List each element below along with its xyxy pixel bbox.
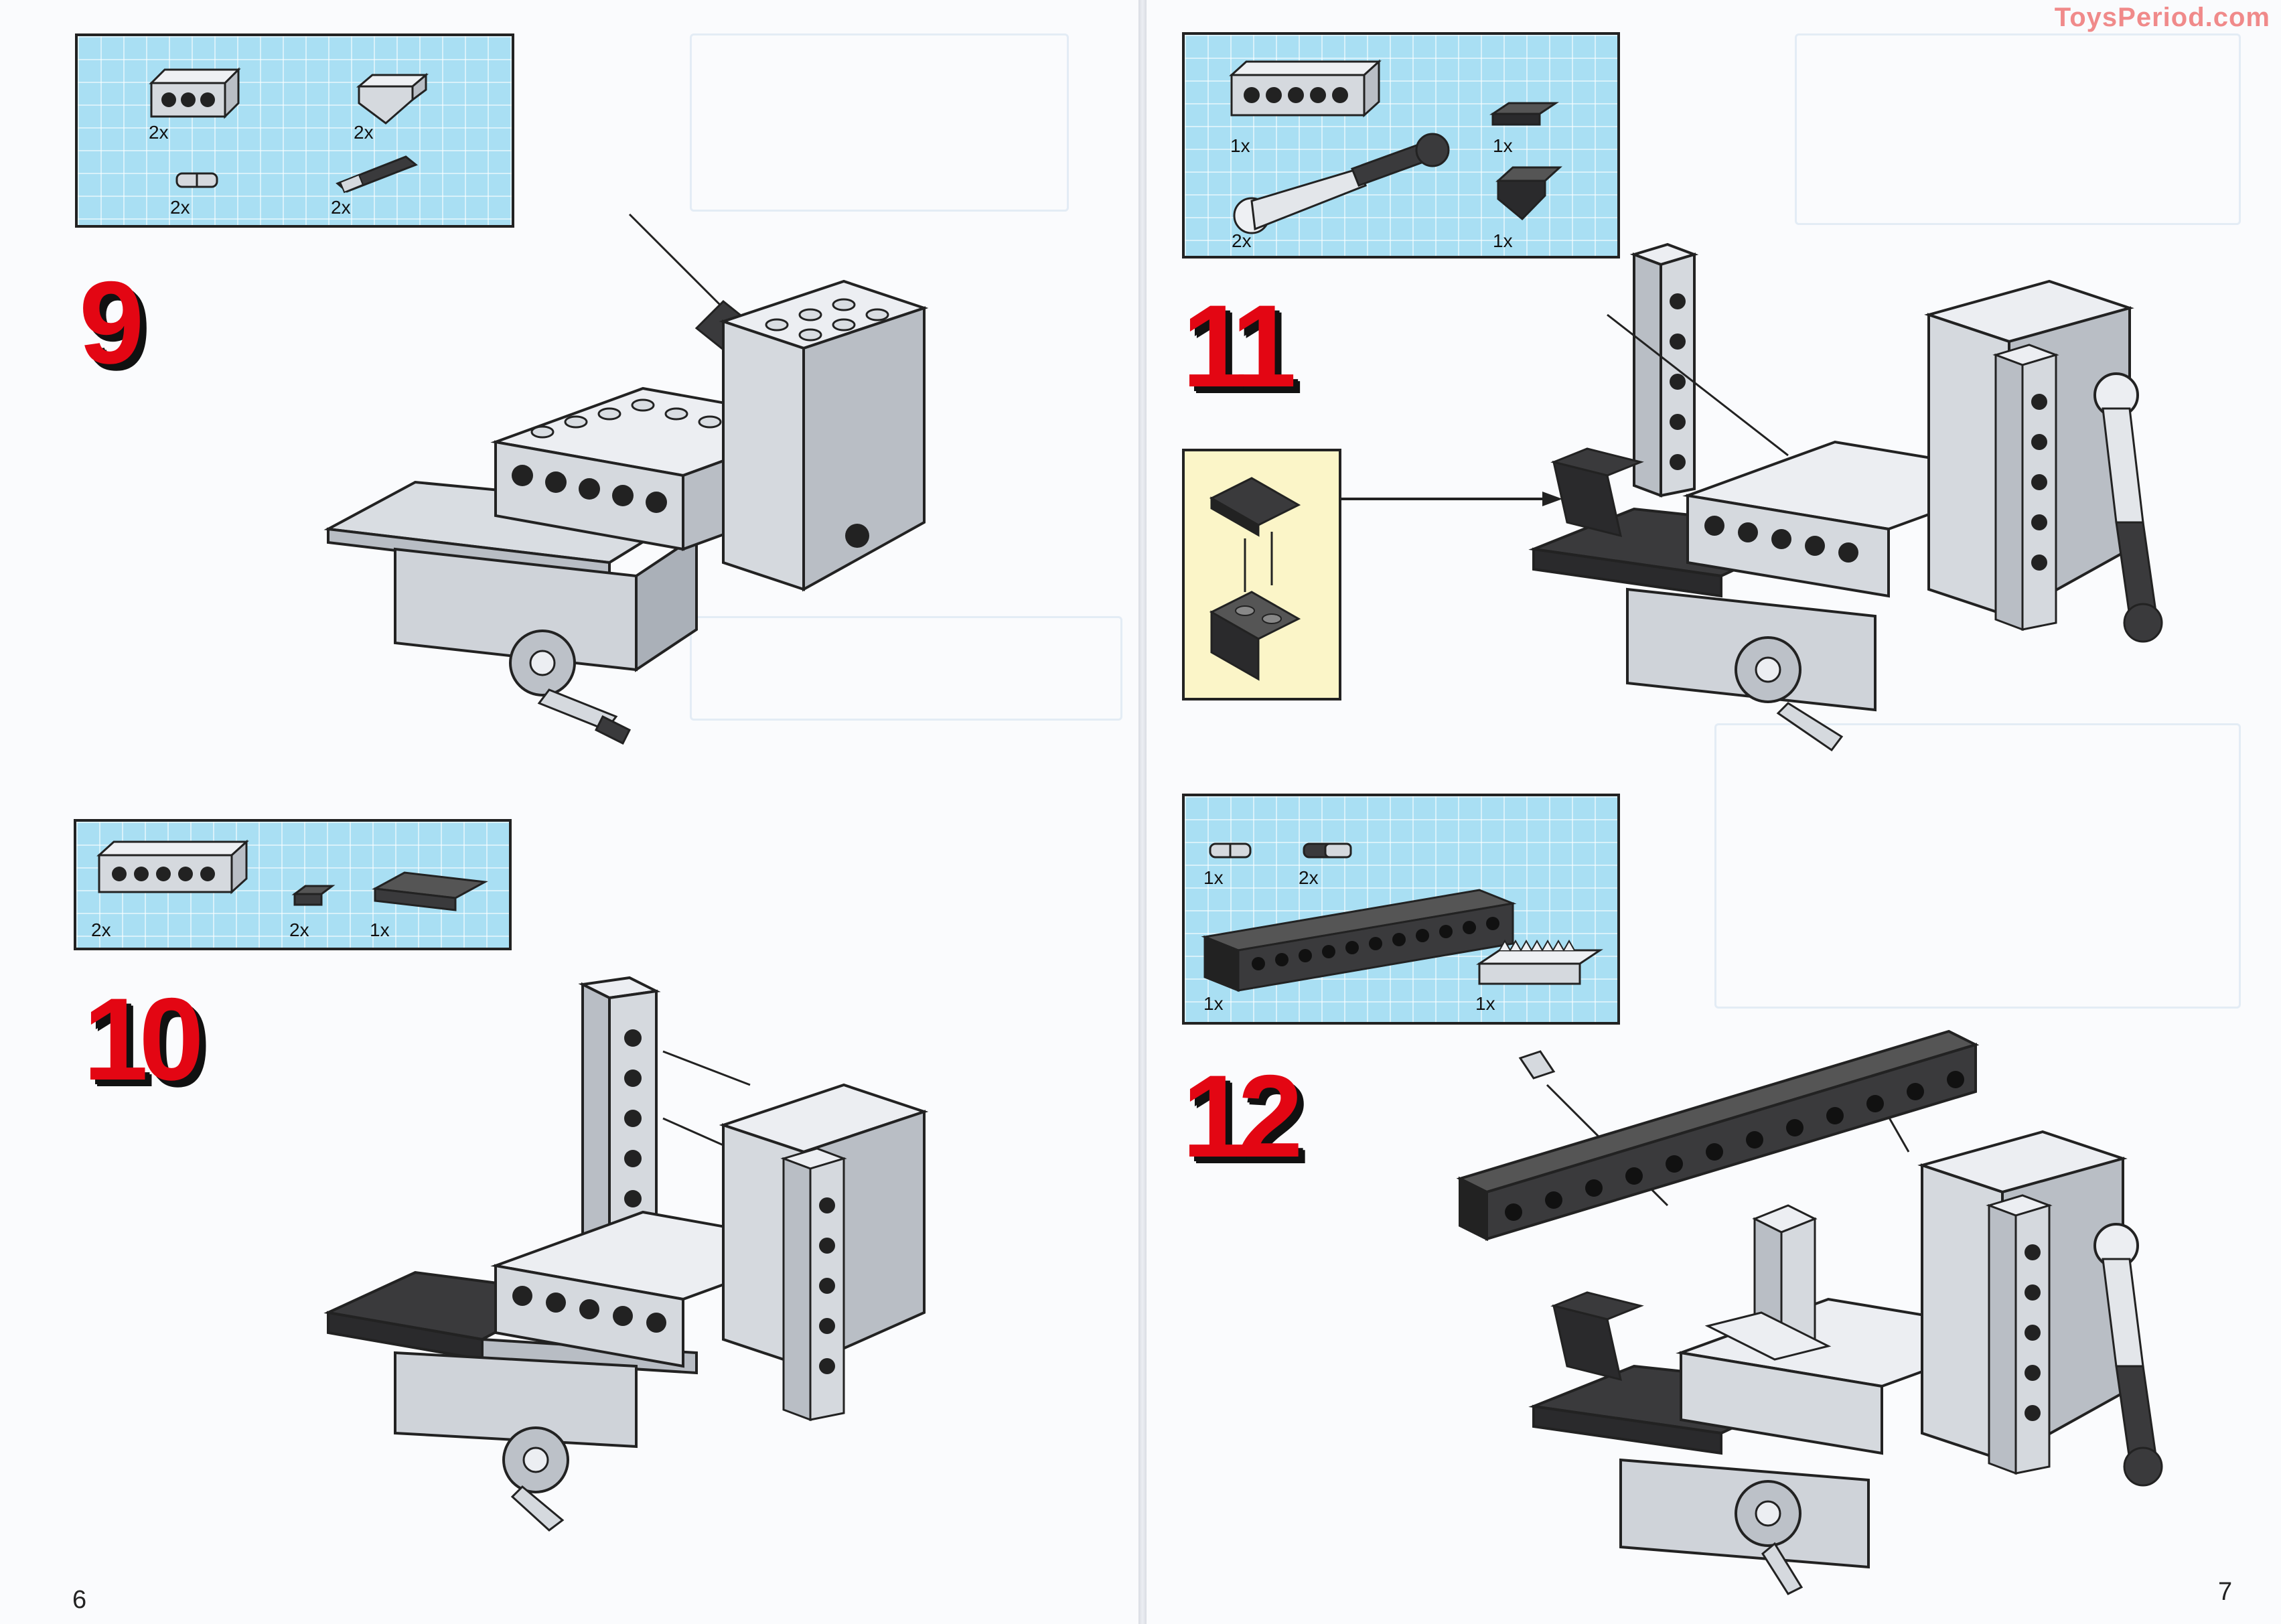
assembly-illustration-step-9 — [323, 213, 929, 745]
gear-rack-part — [1476, 939, 1603, 985]
assembly-illustration-step-12 — [1456, 1029, 2163, 1595]
quantity-label: 2x — [354, 122, 374, 143]
tile-on-slope-diagram — [1209, 477, 1301, 681]
technic-axle-pin-part — [336, 155, 418, 194]
watermark: ToysPeriod.com — [2054, 3, 2270, 32]
slope-brick-part — [1495, 166, 1562, 221]
parts-panel-step-12: 1x 2x 1x 1x — [1182, 794, 1620, 1025]
quantity-label: 1x — [1230, 135, 1250, 156]
quantity-label: 2x — [149, 122, 169, 143]
technic-pin-long-part — [1303, 842, 1352, 859]
quantity-label: 1x — [1203, 993, 1224, 1014]
quantity-label: 1x — [1475, 993, 1495, 1014]
quantity-label: 1x — [1493, 135, 1513, 156]
quantity-label: 1x — [370, 919, 390, 940]
sub-assembly-callout — [1182, 449, 1341, 700]
quantity-label: 2x — [331, 197, 351, 218]
quantity-label: 2x — [91, 919, 111, 940]
step-number-10: 10 — [83, 974, 204, 1105]
plate-2x4-part — [372, 871, 488, 911]
parts-panel-step-11: 1x 1x 2x 1x — [1182, 32, 1620, 259]
technic-brick-1x4-part — [149, 67, 241, 119]
quantity-label: 1x — [1203, 867, 1224, 888]
parts-panel-step-9: 2x 2x 2x 2x — [75, 33, 514, 228]
slope-brick-part — [356, 72, 429, 125]
show-through-shape — [1714, 723, 2241, 1009]
plate-1x1-part — [291, 885, 336, 906]
technic-brick-1x6-part — [1229, 59, 1382, 118]
step-number-11: 11 — [1182, 281, 1297, 412]
tile-1x2-part — [1489, 102, 1559, 126]
parts-panel-step-10: 2x 2x 1x — [74, 819, 512, 950]
assembly-illustration-step-11 — [1528, 242, 2163, 752]
page-number-left: 6 — [72, 1586, 87, 1614]
show-through-shape — [1795, 33, 2241, 225]
book-gutter — [1138, 0, 1147, 1624]
assembly-illustration-step-10 — [323, 976, 929, 1532]
page-number-right: 7 — [2218, 1578, 2233, 1606]
technic-pin-part — [1209, 842, 1252, 859]
technic-brick-1x6-part — [96, 839, 249, 895]
show-through-shape — [690, 33, 1069, 212]
quantity-label: 2x — [1232, 230, 1252, 251]
technic-beam-1x12-part — [1201, 889, 1517, 992]
shock-absorber-part — [1233, 133, 1450, 234]
show-through-shape — [690, 616, 1122, 721]
step-number-12: 12 — [1182, 1051, 1303, 1182]
technic-pin-part — [175, 172, 218, 188]
quantity-label: 1x — [1493, 230, 1513, 251]
quantity-label: 2x — [289, 919, 309, 940]
quantity-label: 2x — [170, 197, 190, 218]
callout-arrow — [1341, 492, 1562, 506]
quantity-label: 2x — [1299, 867, 1319, 888]
step-number-9: 9 — [79, 258, 144, 388]
